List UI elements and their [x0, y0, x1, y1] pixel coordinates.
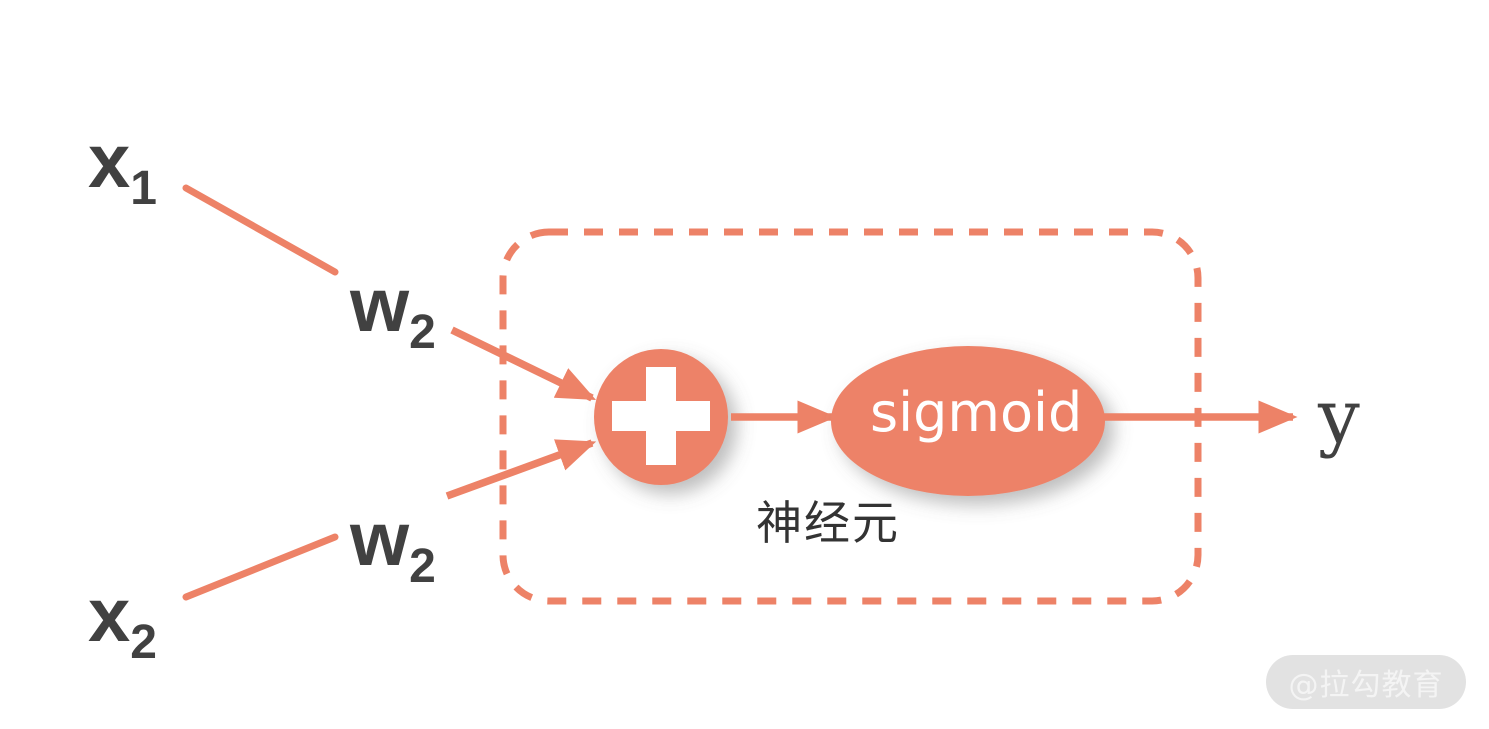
- input-label-x2-base: x: [88, 573, 130, 658]
- edge-w2-to-sum: [445, 439, 597, 500]
- input-label-x2: x2: [88, 578, 157, 667]
- weight-label-w1-subscript: 2: [409, 306, 436, 359]
- input-label-x1-base: x: [88, 119, 130, 204]
- weight-label-w2-base: w: [350, 497, 409, 582]
- weight-label-w1-base: w: [350, 263, 409, 348]
- weight-label-w1: w2: [350, 268, 436, 357]
- weight-label-w2: w2: [350, 502, 436, 591]
- activation-node[interactable]: [831, 346, 1105, 496]
- edge-x1-to-w1: [182, 184, 339, 276]
- input-label-x1-subscript: 1: [130, 162, 157, 215]
- input-label-x1: x1: [88, 124, 157, 213]
- neuron-group-label: 神经元: [756, 496, 900, 550]
- input-label-x2-subscript: 2: [130, 616, 157, 669]
- plus-glyph-vertical: [646, 367, 676, 465]
- edge-x2-to-w2: [182, 533, 339, 601]
- weight-label-w2-subscript: 2: [409, 540, 436, 593]
- edge-w1-to-sum: [450, 326, 597, 402]
- watermark-badge: @拉勾教育: [1266, 655, 1466, 709]
- output-label-y: y: [1318, 374, 1360, 460]
- watermark-text: @拉勾教育: [1288, 668, 1444, 703]
